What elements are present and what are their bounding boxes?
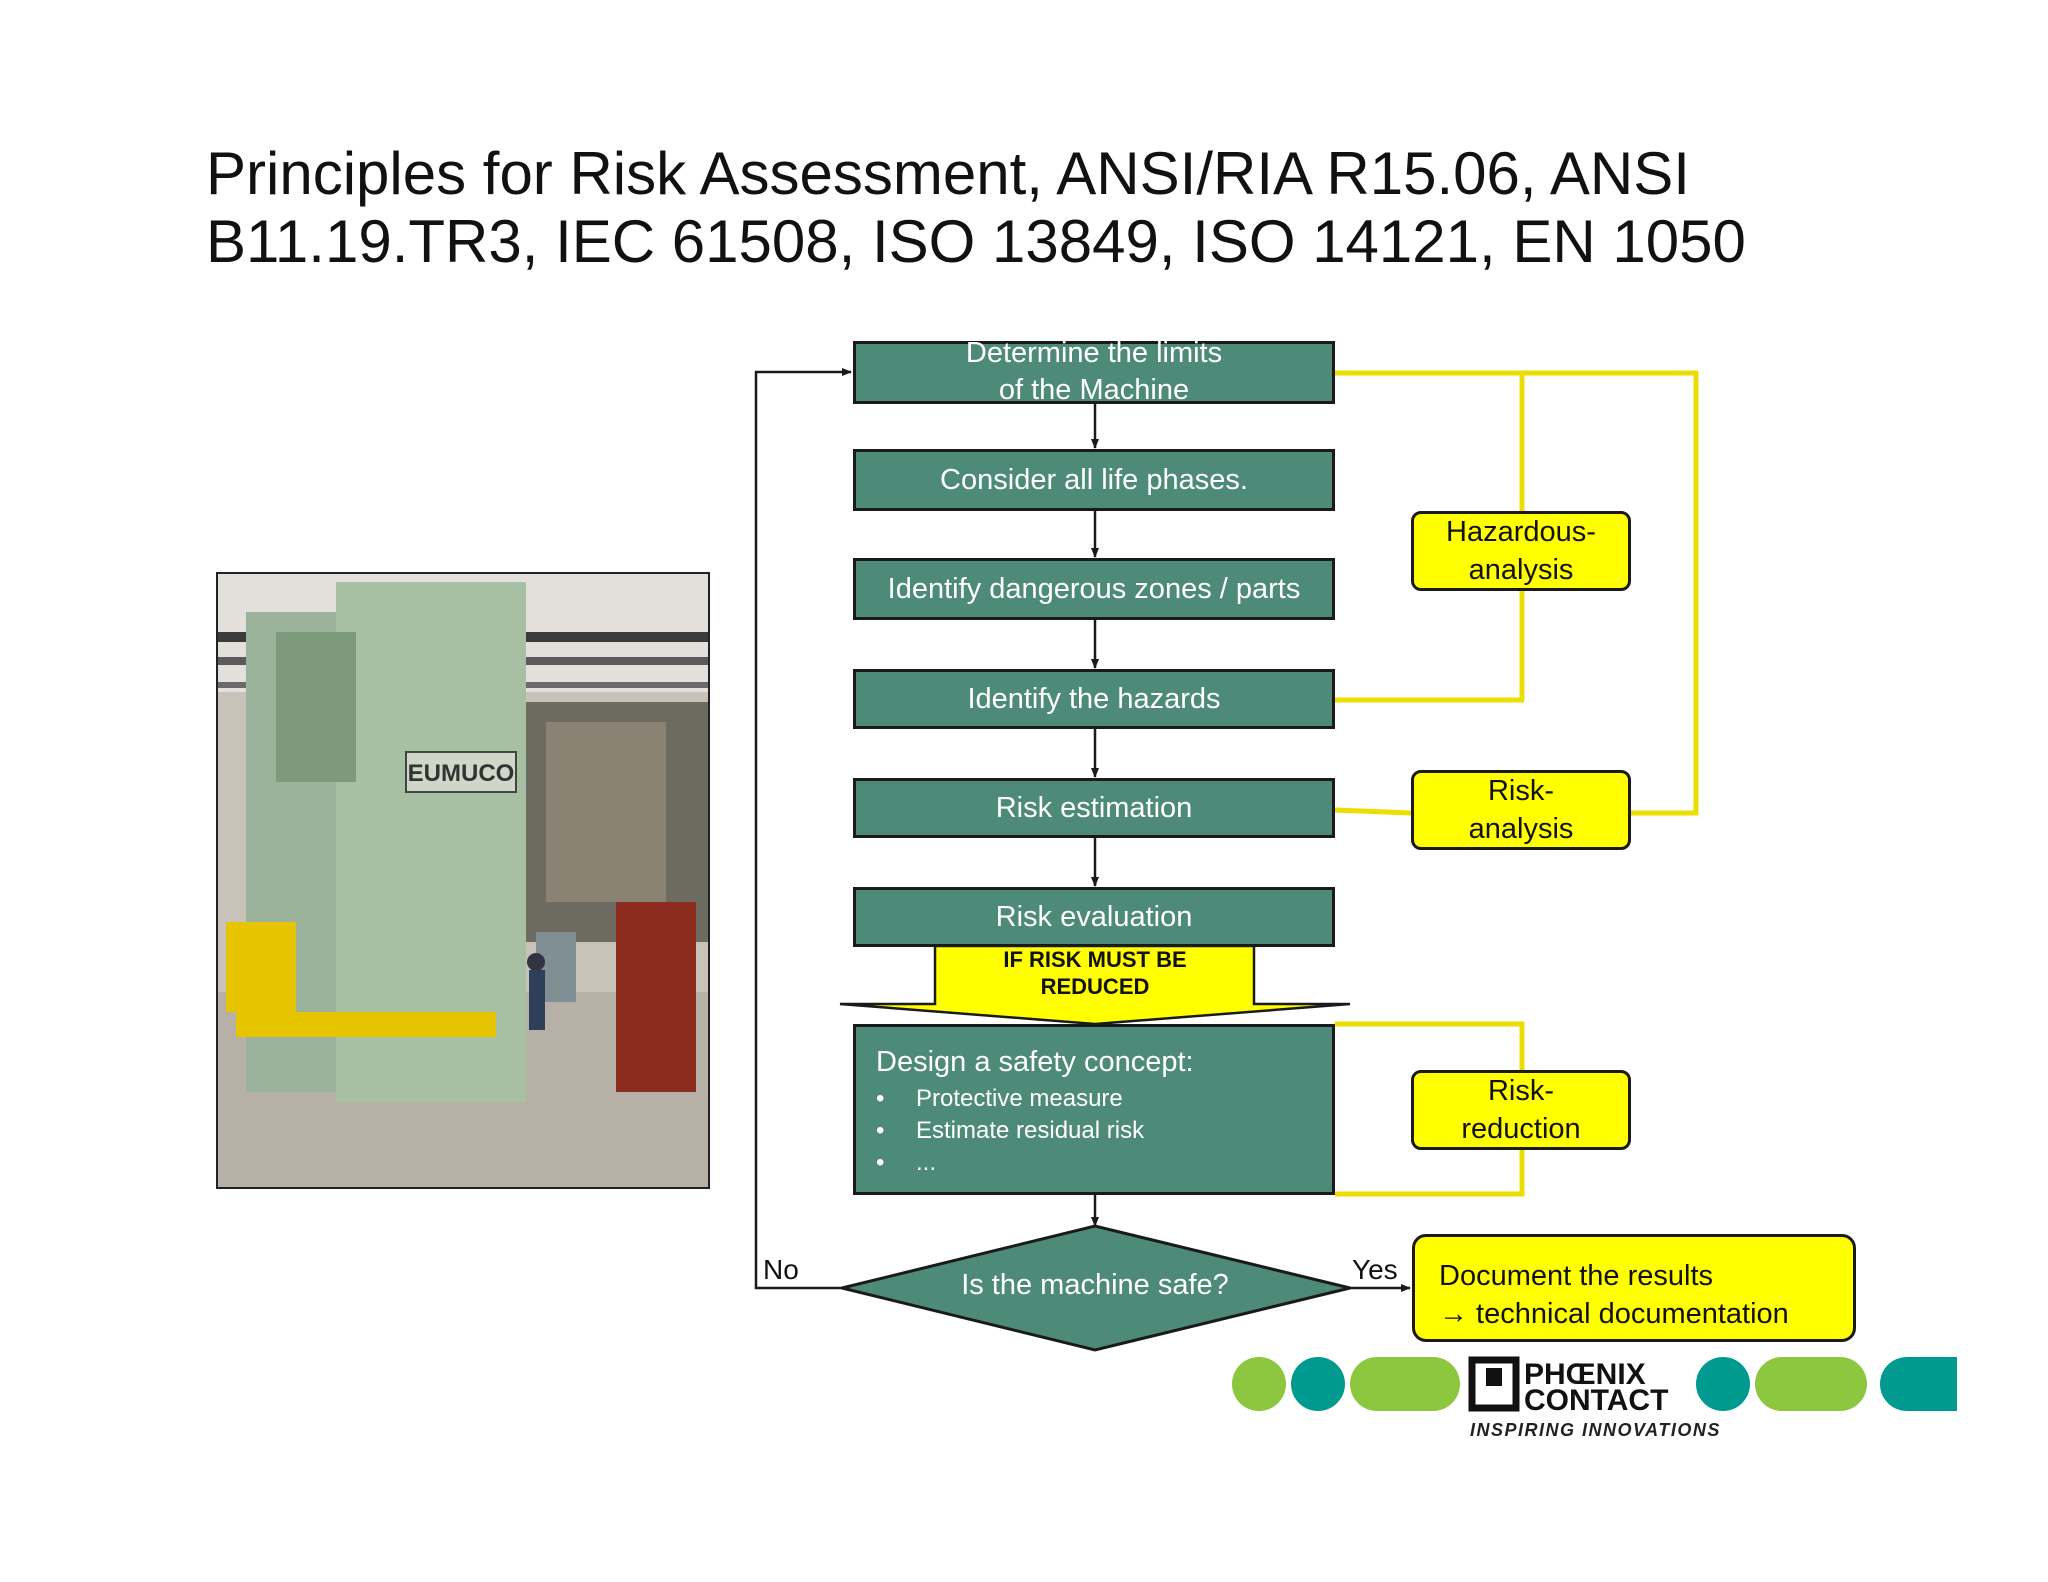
step-life-phases-label: Consider all life phases. — [940, 464, 1248, 496]
phoenix-contact-logo: PHŒNIX CONTACT — [1232, 1356, 1957, 1417]
step-risk-estimation: Risk estimation — [853, 778, 1335, 838]
no-label: No — [763, 1254, 799, 1285]
yes-label: Yes — [1352, 1254, 1398, 1285]
machine-sign: EUMUCO — [408, 760, 515, 787]
doc-line-2: → technical documentation — [1439, 1298, 1789, 1330]
step-determine-limits-line2: of the Machine — [998, 373, 1190, 406]
machine-photo: EUMUCO — [216, 572, 710, 1189]
design-item: ... — [876, 1147, 1332, 1179]
title-line-1: Principles for Risk Assessment, ANSI/RIA… — [206, 140, 1690, 207]
risk-analysis-box: Risk- analysis — [1411, 770, 1631, 850]
step-identify-hazards: Identify the hazards — [853, 669, 1335, 729]
risk-reduction-box: Risk- reduction — [1411, 1070, 1631, 1150]
page-title: Principles for Risk Assessment, ANSI/RIA… — [206, 140, 1906, 276]
step-risk-evaluation: Risk evaluation — [853, 887, 1335, 947]
step-risk-evaluation-label: Risk evaluation — [995, 901, 1193, 933]
step-determine-limits: Determine the limits of the Machine — [853, 337, 1335, 406]
design-item: Estimate residual risk — [876, 1115, 1332, 1147]
decision-label: Is the machine safe? — [961, 1269, 1229, 1301]
riskred-line-2: reduction — [1461, 1113, 1581, 1145]
title-line-2: B11.19.TR3, IEC 61508, ISO 13849, ISO 14… — [206, 208, 1746, 275]
step-dangerous-zones: Identify dangerous zones / parts — [853, 558, 1335, 620]
reduce-line-2: REDUCED — [1040, 974, 1150, 999]
design-heading: Design a safety concept: — [876, 1046, 1194, 1078]
riskred-line-1: Risk- — [1487, 1075, 1555, 1107]
logo-name-line1: PHŒNIX — [1524, 1358, 1646, 1391]
riskan-line-2: analysis — [1468, 813, 1574, 845]
reduce-line-1: IF RISK MUST BE — [1003, 947, 1187, 972]
design-item: Protective measure — [876, 1083, 1332, 1115]
design-list: Protective measure Estimate residual ris… — [876, 1083, 1332, 1179]
logo-name-line2: CONTACT — [1524, 1384, 1668, 1417]
doc-line-1: Document the results — [1439, 1260, 1714, 1292]
step-dangerous-zones-label: Identify dangerous zones / parts — [887, 573, 1301, 605]
riskan-line-1: Risk- — [1487, 775, 1555, 807]
hazard-line-1: Hazardous- — [1446, 516, 1596, 548]
hazardous-analysis-box: Hazardous- analysis — [1411, 511, 1631, 591]
reduce-arrow-label: IF RISK MUST BE REDUCED — [935, 946, 1255, 1000]
step-design-safety-concept: Design a safety concept: Protective meas… — [853, 1024, 1335, 1195]
decision-diamond — [841, 1224, 1351, 1352]
step-determine-limits-line1: Determine the limits — [965, 336, 1223, 369]
hazard-line-2: analysis — [1468, 554, 1574, 586]
step-identify-hazards-label: Identify the hazards — [967, 683, 1221, 715]
logo-tagline: INSPIRING INNOVATIONS — [1470, 1420, 1721, 1440]
step-life-phases: Consider all life phases. — [853, 449, 1335, 511]
step-risk-estimation-label: Risk estimation — [995, 792, 1193, 824]
document-results-box: Document the results → technical documen… — [1412, 1234, 1856, 1342]
